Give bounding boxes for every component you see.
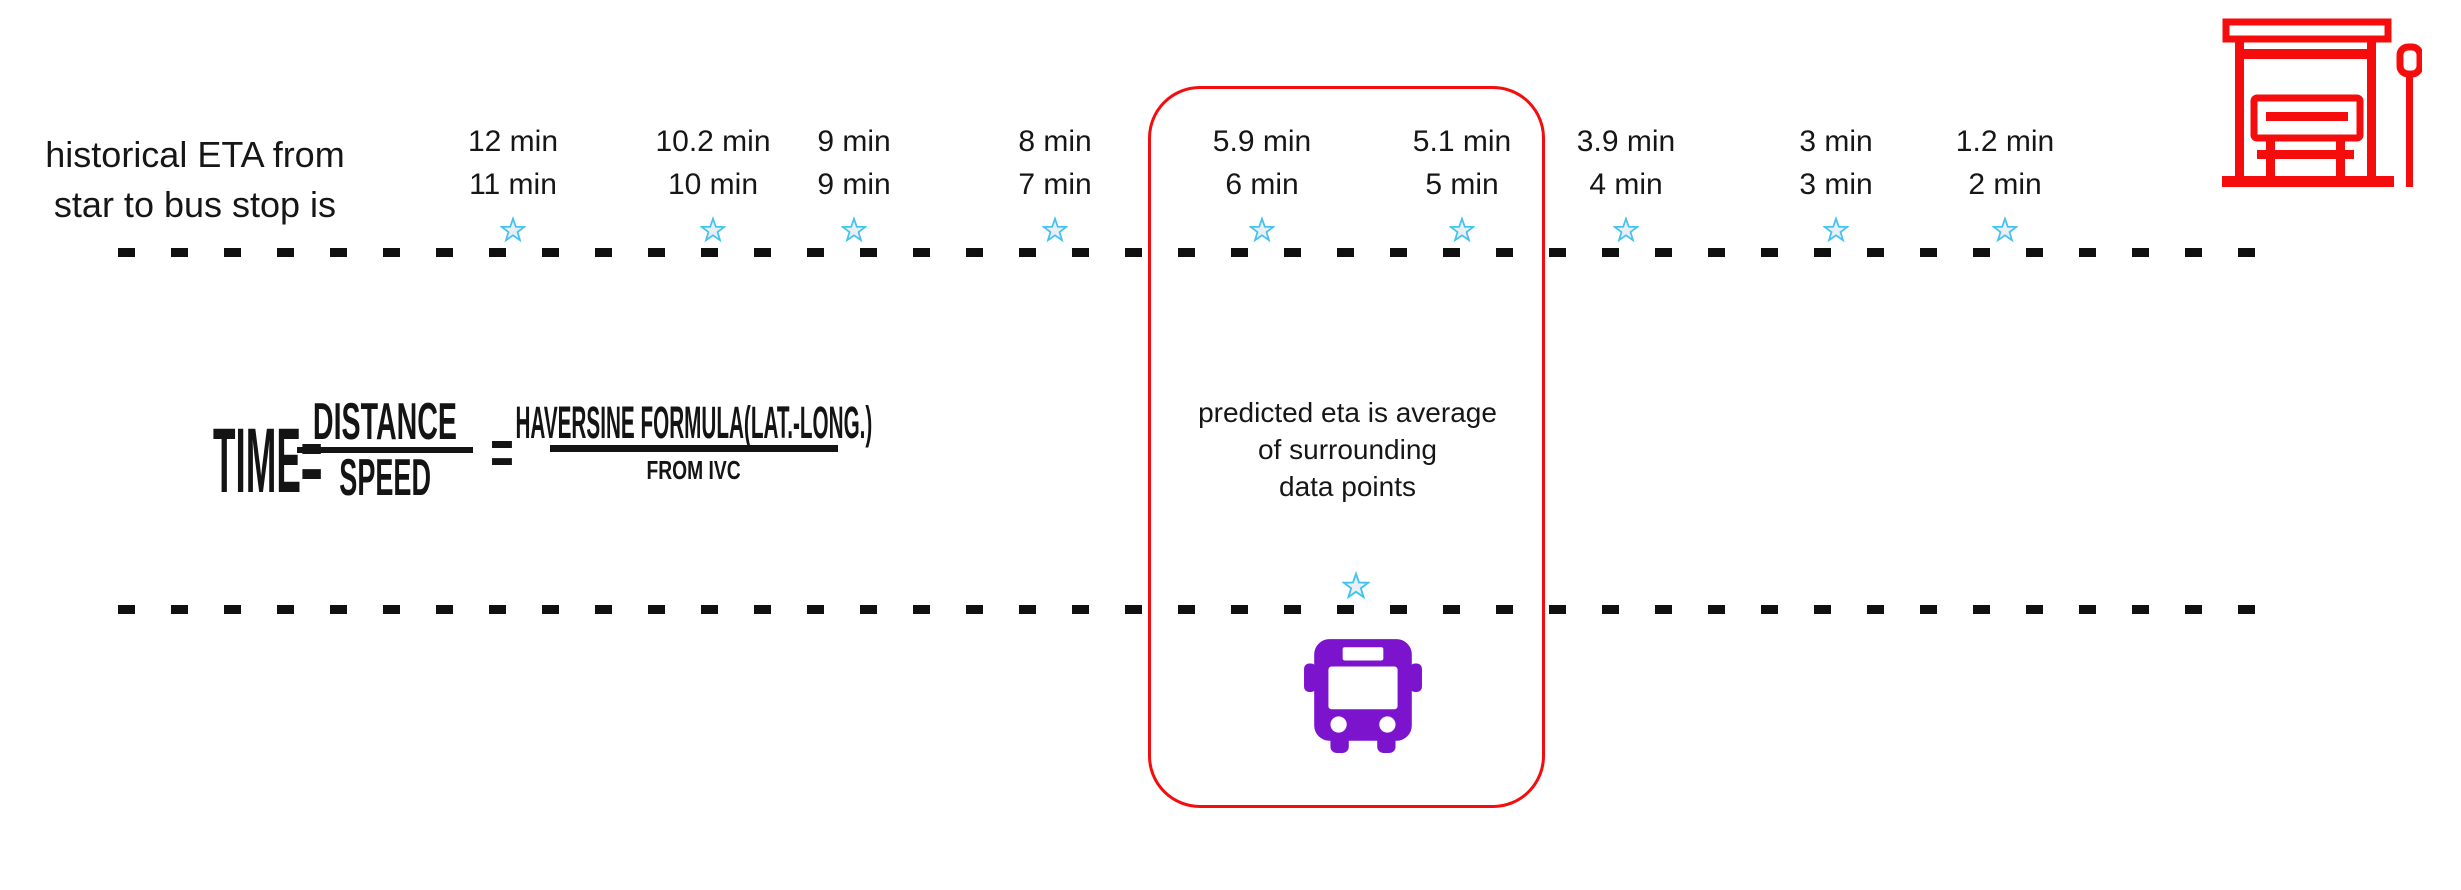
eta-point: 8 min 7 min bbox=[970, 120, 1140, 243]
formula-equals-sign: = bbox=[483, 416, 521, 488]
star-icon bbox=[1920, 216, 2090, 243]
fraction-denominator: FROM IVC bbox=[646, 455, 742, 485]
fraction-numerator: DISTANCE bbox=[312, 393, 458, 451]
formula-time-equals: TIME= bbox=[180, 410, 323, 512]
eta-bottom-label: 4 min bbox=[1589, 168, 1663, 201]
fraction-bar bbox=[550, 445, 838, 452]
eta-top-label: 10.2 min bbox=[655, 125, 771, 158]
eta-bottom-label: 7 min bbox=[1018, 168, 1092, 201]
fraction-numerator: HAVERSINE FORMULA(LAT.-LONG.) bbox=[515, 397, 873, 448]
star-icon bbox=[428, 216, 598, 243]
eta-point: 3 min 3 min bbox=[1751, 120, 1921, 243]
prediction-note-line-3: data points bbox=[1279, 471, 1416, 502]
prediction-highlight-box bbox=[1148, 86, 1545, 808]
eta-point: 3.9 min 4 min bbox=[1541, 120, 1711, 243]
eta-point: 9 min 9 min bbox=[769, 120, 939, 243]
star-icon bbox=[1177, 216, 1347, 243]
eta-bottom-label: 10 min bbox=[667, 168, 759, 201]
eta-point: 1.2 min 2 min bbox=[1920, 120, 2090, 243]
star-icon bbox=[628, 216, 798, 243]
star-icon bbox=[1751, 216, 1921, 243]
eta-bottom-label: 9 min bbox=[817, 168, 891, 201]
star-icon bbox=[769, 216, 939, 243]
eta-bottom-label: 11 min bbox=[469, 168, 557, 201]
eta-bottom-label: 6 min bbox=[1225, 168, 1299, 201]
prediction-note: predicted eta is average of surrounding … bbox=[1160, 394, 1535, 505]
prediction-note-line-2: of surrounding bbox=[1257, 434, 1437, 465]
intro-text: historical ETA from star to bus stop is bbox=[25, 130, 365, 230]
route-dashed-line-bottom bbox=[118, 605, 2268, 614]
eta-top-label: 12 min bbox=[467, 125, 559, 158]
bus-stop-shelter-icon bbox=[2218, 16, 2422, 192]
prediction-note-line-1: predicted eta is average bbox=[1198, 397, 1497, 428]
formula-fraction-distance-speed: DISTANCE SPEED bbox=[297, 393, 473, 507]
formula-fraction-haversine: HAVERSINE FORMULA(LAT.-LONG.) FROM IVC bbox=[516, 400, 873, 485]
fraction-denominator: SPEED bbox=[339, 449, 431, 507]
equals-label: = bbox=[490, 416, 514, 488]
bus-front-icon bbox=[1301, 633, 1425, 755]
star-icon bbox=[970, 216, 1140, 243]
star-icon bbox=[1541, 216, 1711, 243]
eta-point: 5.9 min 6 min bbox=[1177, 120, 1347, 243]
eta-point: 12 min 11 min bbox=[428, 120, 598, 243]
eta-top-label: 5.9 min bbox=[1212, 125, 1312, 158]
eta-bottom-label: 5 min bbox=[1425, 168, 1499, 201]
fraction-bar bbox=[297, 447, 473, 453]
star-icon bbox=[1342, 571, 1370, 600]
eta-top-label: 9 min bbox=[817, 125, 891, 158]
formula-lhs-label: TIME= bbox=[213, 410, 323, 512]
eta-top-label: 8 min bbox=[1018, 125, 1092, 158]
eta-top-label: 1.2 min bbox=[1955, 125, 2055, 158]
eta-bottom-label: 3 min bbox=[1799, 168, 1873, 201]
eta-point: 10.2 min 10 min bbox=[628, 120, 798, 243]
intro-line-1: historical ETA from bbox=[45, 134, 345, 175]
eta-top-label: 3.9 min bbox=[1576, 125, 1676, 158]
intro-line-2: star to bus stop is bbox=[53, 184, 337, 225]
route-dashed-line-top bbox=[118, 248, 2268, 257]
star-icon bbox=[1377, 216, 1547, 243]
eta-bottom-label: 2 min bbox=[1968, 168, 2042, 201]
eta-top-label: 3 min bbox=[1799, 125, 1873, 158]
